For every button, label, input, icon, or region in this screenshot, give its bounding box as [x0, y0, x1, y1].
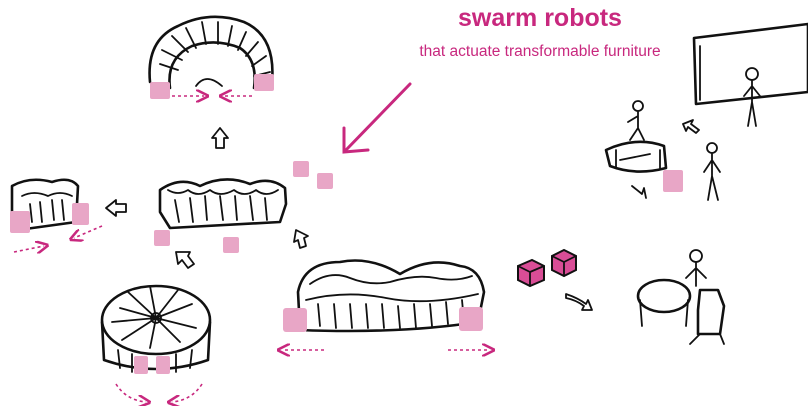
robot-swarm-1	[293, 161, 309, 177]
move-arrow-stool-left	[14, 246, 44, 252]
label-pointer-arrow	[346, 84, 410, 150]
robot-table-right	[156, 356, 170, 374]
meeting-scene-sketch	[638, 250, 724, 344]
center-bench-sketch	[160, 179, 286, 228]
robot-stool-right	[72, 203, 89, 225]
robot-table-left	[134, 356, 148, 374]
robot-swarm-2	[317, 173, 333, 189]
annotation-subtitle: that actuate transformable furniture	[318, 43, 762, 61]
robot-cubes-sketch	[518, 250, 576, 286]
robot-center-left	[154, 230, 170, 246]
robot-bench-right	[459, 307, 483, 331]
move-arrow-table-left	[116, 384, 146, 402]
robot-center-right	[223, 237, 239, 253]
annotation-title: swarm robots	[340, 4, 740, 33]
robot-fan-right	[254, 74, 274, 91]
long-bench-sketch	[298, 261, 484, 332]
robot-bench-left	[283, 308, 307, 332]
robot-scene-table	[663, 170, 683, 192]
robot-fan-left	[150, 82, 170, 99]
move-arrow-stool-right	[74, 226, 102, 238]
robot-stool-left	[10, 211, 30, 233]
move-arrow-table-right	[172, 384, 202, 402]
